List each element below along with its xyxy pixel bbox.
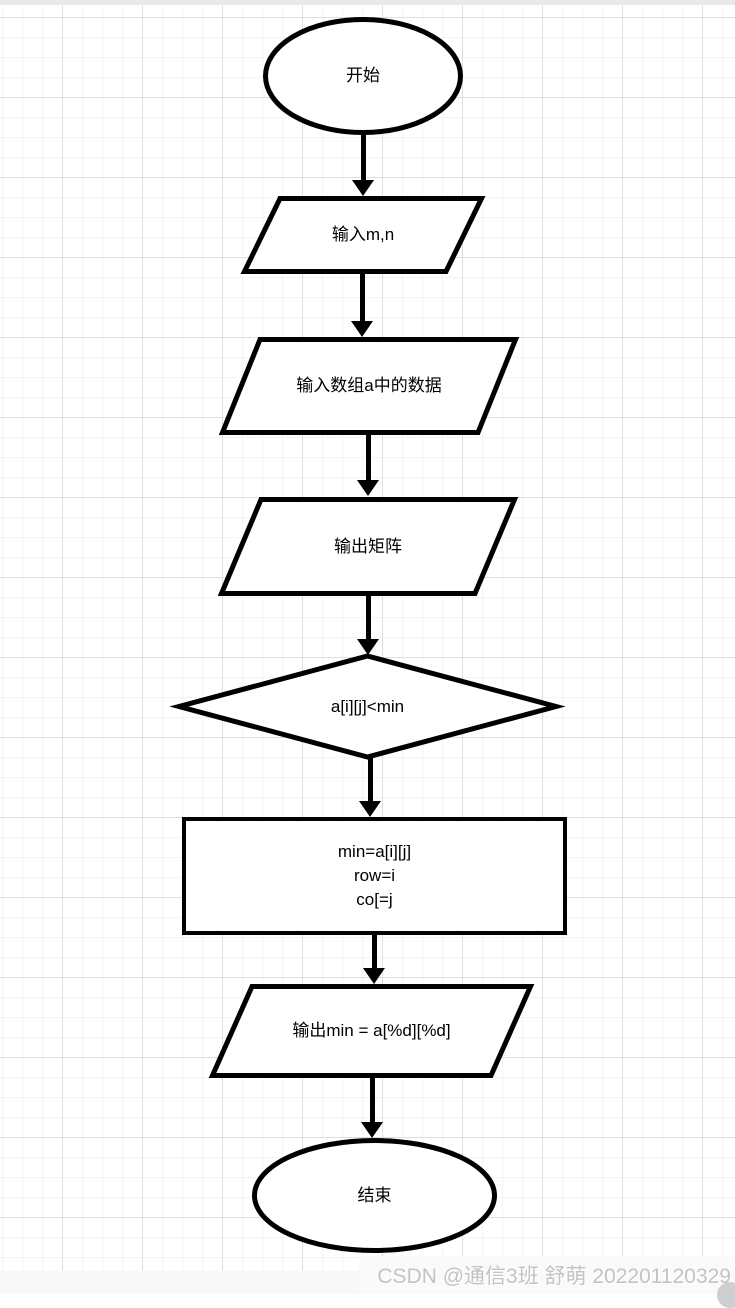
arrow-connector-7 [361, 1076, 383, 1138]
arrow-head-icon [361, 1122, 383, 1138]
flow-node-condition: a[i][j]<min [169, 653, 566, 760]
arrow-connector-5 [359, 757, 381, 817]
arrow-connector-1 [352, 133, 374, 196]
csdn-watermark-text: CSDN @通信3班 舒萌 202201120329 [377, 1265, 731, 1288]
csdn-watermark: CSDN @通信3班 舒萌 202201120329 [359, 1256, 735, 1308]
flow-node-label: 输入m,n [331, 225, 395, 244]
flow-node-input-array: 输入数组a中的数据 [218, 337, 520, 435]
flow-node-label: 输入数组a中的数据 [296, 376, 442, 395]
arrow-connector-4 [357, 595, 379, 655]
arrow-connector-2 [351, 272, 373, 337]
start-ellipse-outline [263, 17, 463, 135]
parallelogram-outline [217, 497, 519, 596]
flow-node-label: a[i][j]<min [330, 696, 405, 716]
arrow-line [371, 933, 377, 968]
flow-node-label: 开始 [346, 66, 380, 85]
arrow-head-icon [352, 180, 374, 196]
corner-blob [717, 1282, 735, 1308]
flow-node-label: 结束 [357, 1185, 392, 1205]
flow-node-output-min: 输出min = a[%d][%d] [208, 984, 535, 1078]
arrow-head-icon [359, 801, 381, 817]
end-ellipse-outline [252, 1138, 497, 1253]
flow-node-label: min=a[i][j] row=i co[=j [338, 840, 411, 912]
arrow-line [367, 757, 373, 801]
parallelogram-outline [208, 984, 535, 1078]
parallelogram-outline [240, 196, 486, 274]
process-line-1: min=a[i][j] [337, 842, 412, 861]
flow-node-label: 输出min = a[%d][%d] [292, 1021, 451, 1040]
flow-node-start: 开始 [263, 17, 463, 135]
parallelogram-outline [218, 337, 520, 435]
arrow-line [360, 133, 366, 180]
arrow-connector-6 [363, 933, 385, 984]
arrow-connector-3 [357, 433, 379, 496]
arrow-head-icon [357, 639, 379, 655]
flow-node-label: 输出矩阵 [334, 536, 402, 556]
arrow-line [365, 595, 371, 639]
process-line-3: co[=j [356, 890, 393, 909]
top-page-band [0, 0, 735, 5]
flow-node-output-matrix: 输出矩阵 [217, 497, 519, 596]
flow-node-process: min=a[i][j] row=i co[=j [182, 817, 567, 935]
arrow-head-icon [357, 480, 379, 496]
flow-node-input-mn: 输入m,n [240, 196, 486, 274]
arrow-line [369, 1076, 375, 1122]
arrow-head-icon [351, 321, 373, 337]
flow-node-end: 结束 [252, 1138, 497, 1253]
process-line-2: row=i [353, 866, 396, 885]
rectangle-outline [182, 817, 567, 935]
arrow-line [365, 433, 371, 480]
arrow-head-icon [363, 968, 385, 984]
arrow-line [359, 272, 365, 321]
